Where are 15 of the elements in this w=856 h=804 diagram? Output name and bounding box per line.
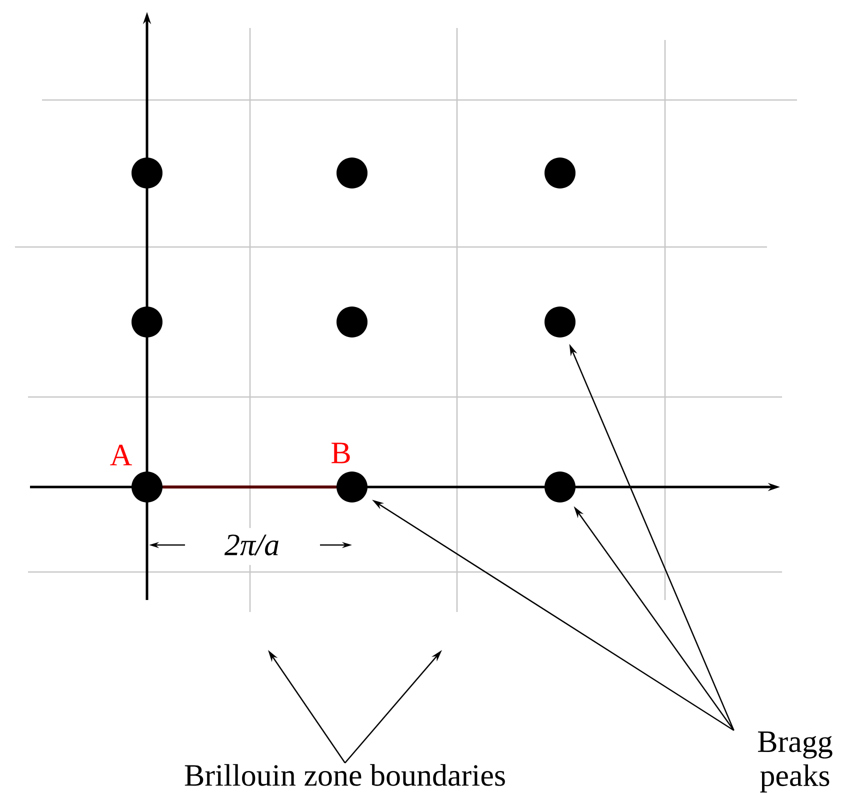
peak-dot [132,472,162,502]
point-label: A [110,444,132,466]
peak-dot [336,158,368,188]
peak-dot [544,306,576,338]
point-label: B [332,442,350,464]
segment-line [162,486,336,488]
peak-dot [336,472,368,502]
peak-dot [132,306,162,338]
peak-dot [336,306,368,338]
callout-text: Bragg peaks [758,732,832,792]
dimension-label: 2π/a [224,534,278,556]
peak-dot [544,158,576,188]
peak-dot [544,472,576,502]
peak-dot [132,158,162,188]
callout-text: Brillouin zone boundaries [184,764,505,786]
